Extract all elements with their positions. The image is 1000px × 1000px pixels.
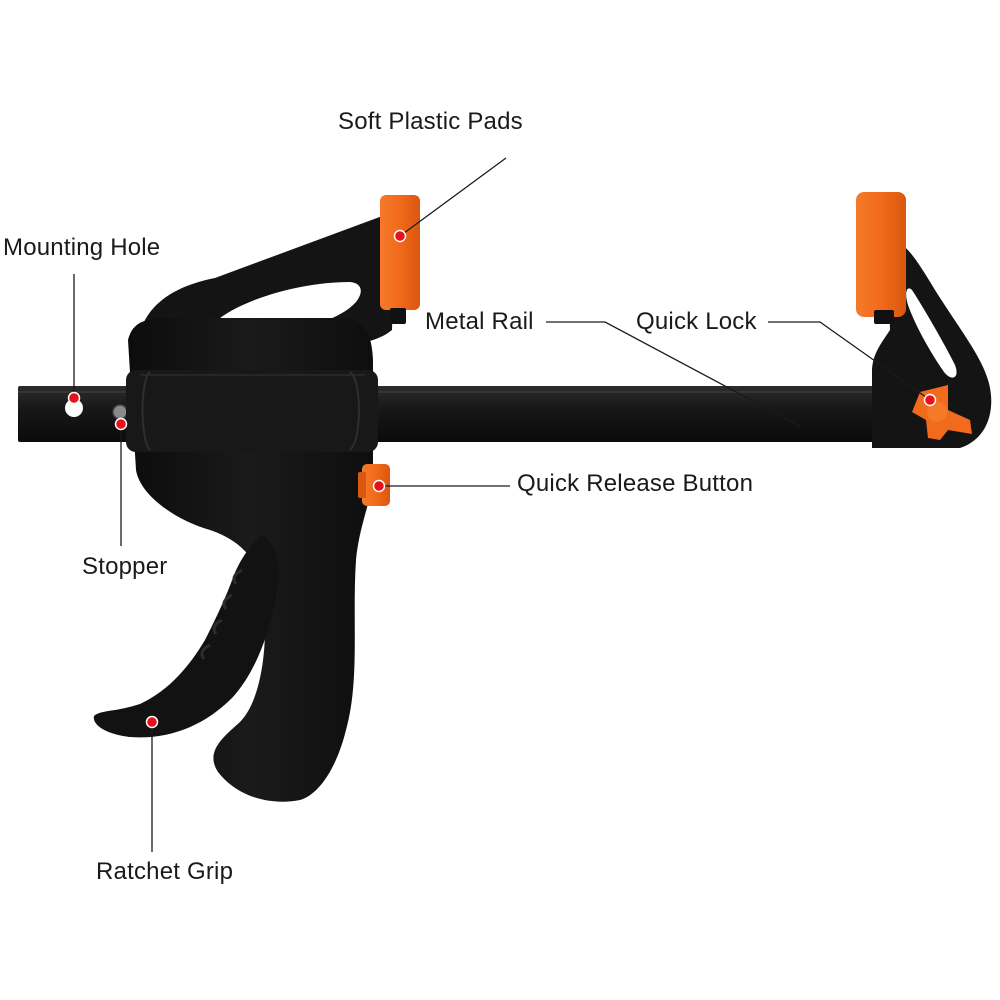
label-quick-lock: Quick Lock: [636, 308, 757, 335]
label-ratchet-grip: Ratchet Grip: [96, 858, 234, 885]
leader-lines: [73, 157, 931, 852]
movable-jaw-slot: [906, 288, 957, 378]
label-mounting-hole: Mounting Hole: [3, 234, 161, 261]
marker-quick-release: [372, 479, 386, 493]
leader-quick-lock: [768, 321, 931, 401]
label-metal-rail: Metal Rail: [425, 308, 534, 335]
marker-quick-lock: [923, 393, 937, 407]
leader-metal-rail: [546, 321, 801, 427]
stopper-screw: [112, 404, 128, 420]
callout-markers: [67, 229, 937, 729]
ratchet-trigger: [93, 535, 279, 738]
label-soft-plastic-pads: Soft Plastic Pads: [338, 108, 523, 135]
label-stopper: Stopper: [82, 553, 168, 580]
fixed-jaw-pad: [380, 195, 420, 310]
movable-jaw-pad: [856, 192, 906, 317]
marker-ratchet-grip: [145, 715, 159, 729]
label-quick-release-button: Quick Release Button: [517, 470, 754, 497]
marker-mounting-hole: [67, 391, 81, 405]
mounting-hole: [65, 399, 83, 417]
marker-soft-plastic-pads: [393, 229, 407, 243]
marker-stopper: [114, 417, 128, 431]
leader-soft-plastic-pads: [399, 157, 507, 237]
rail-housing: [126, 370, 378, 452]
